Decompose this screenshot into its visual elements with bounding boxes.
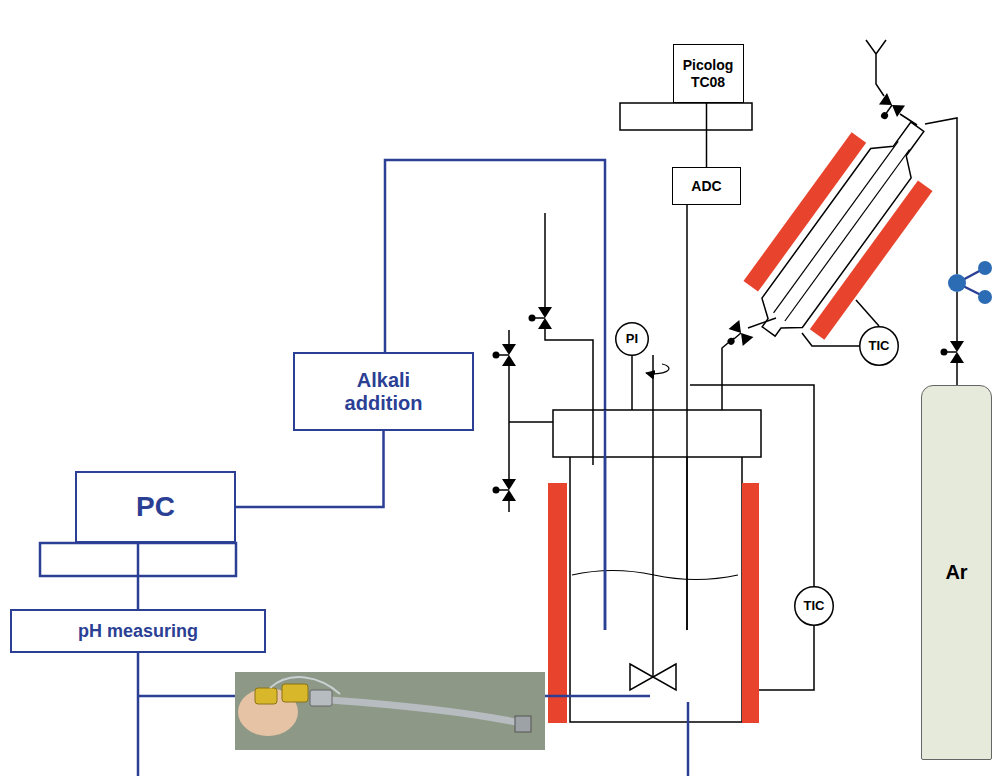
photo-ground bbox=[235, 672, 545, 750]
furnace-heater bbox=[743, 132, 866, 291]
ph-box: pH measuring bbox=[10, 609, 266, 653]
alkali-box: Alkali addition bbox=[293, 352, 474, 431]
adc-box: ADC bbox=[672, 167, 741, 205]
fitting bbox=[310, 690, 332, 706]
tic-wire bbox=[690, 385, 814, 586]
valve bbox=[941, 341, 965, 363]
gauge bbox=[978, 261, 992, 275]
thermocouple-line bbox=[686, 205, 688, 630]
gas-cylinder: Ar bbox=[921, 385, 992, 760]
connector-line bbox=[137, 543, 140, 609]
connector-line bbox=[706, 103, 708, 167]
inlet-pipe bbox=[544, 213, 546, 307]
tube-inner bbox=[774, 141, 899, 313]
reactor-vessel bbox=[570, 457, 742, 722]
node-label: Ar bbox=[945, 561, 967, 584]
circle-outline bbox=[795, 587, 834, 626]
rotation-arrow bbox=[646, 364, 669, 374]
node-label: TIC bbox=[869, 339, 890, 354]
thermocouple-line bbox=[686, 410, 688, 630]
circle-outline bbox=[860, 327, 899, 366]
stirrer-shaft bbox=[652, 355, 654, 677]
logger-box: Picolog TC08 bbox=[673, 44, 744, 103]
fitting bbox=[255, 688, 277, 704]
probe-photo bbox=[235, 672, 545, 750]
inlet-pipe bbox=[545, 329, 593, 465]
pressure-line bbox=[631, 356, 633, 410]
ph-cable bbox=[138, 653, 650, 776]
circle-outline bbox=[616, 323, 649, 356]
probe-tip bbox=[515, 716, 531, 732]
probe-tube bbox=[330, 700, 525, 724]
valve bbox=[529, 307, 553, 329]
node-label: Alkali addition bbox=[329, 369, 439, 415]
gas-outlet bbox=[866, 40, 917, 125]
liquid-level bbox=[572, 571, 738, 580]
tic-wire bbox=[802, 333, 859, 346]
tic-wire bbox=[759, 626, 814, 690]
valve bbox=[874, 93, 906, 125]
logger-base bbox=[620, 103, 752, 130]
valve bbox=[493, 479, 517, 501]
node-label: pH measuring bbox=[78, 621, 198, 642]
node-label: ADC bbox=[691, 178, 721, 194]
heater bbox=[742, 483, 759, 723]
tube-inner bbox=[785, 150, 910, 322]
node-label: PI bbox=[626, 332, 638, 347]
drain-pipe bbox=[509, 330, 553, 512]
node-label: TIC bbox=[804, 599, 825, 614]
tic-wire bbox=[856, 300, 879, 326]
argon-line bbox=[925, 118, 957, 385]
valve bbox=[493, 344, 517, 366]
regulator bbox=[948, 274, 966, 292]
furnace-heater bbox=[810, 180, 933, 339]
alkali-line bbox=[604, 410, 607, 630]
node-label: Picolog TC08 bbox=[677, 57, 739, 89]
temperature-controller: TIC bbox=[859, 326, 899, 366]
reactor-lid bbox=[553, 410, 761, 457]
valve bbox=[721, 320, 753, 352]
pc-box: PC bbox=[75, 471, 236, 543]
impeller bbox=[653, 664, 676, 690]
pressure-indicator: PI bbox=[615, 322, 649, 356]
node-label: PC bbox=[136, 491, 175, 523]
temperature-controller: TIC bbox=[794, 586, 834, 626]
gauge bbox=[978, 290, 992, 304]
connector-line bbox=[236, 431, 384, 507]
furnace-tube bbox=[748, 112, 937, 346]
tube-furnace bbox=[728, 97, 958, 360]
bottom-line bbox=[687, 702, 690, 776]
impeller bbox=[630, 664, 653, 690]
heater bbox=[548, 483, 567, 723]
wire bbox=[270, 677, 340, 694]
fitting bbox=[282, 684, 308, 702]
